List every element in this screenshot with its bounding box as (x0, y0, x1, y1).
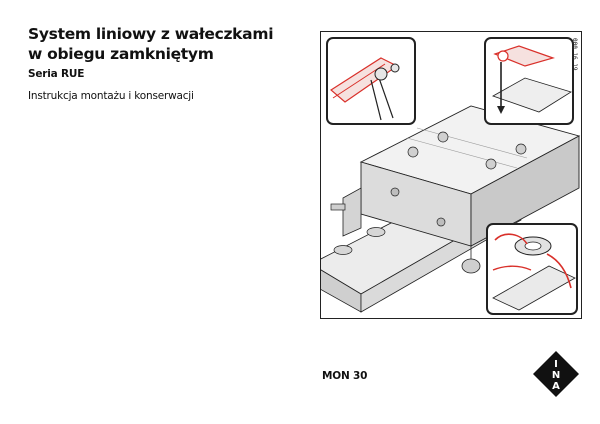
cover-illustration: 000 16 19 (320, 31, 582, 319)
document-number: MON 30 (322, 370, 368, 382)
series-name: Seria RUE (28, 68, 85, 80)
title-line-2: w obiegu zamkniętym (28, 45, 214, 63)
document-title: System liniowy z wałeczkami w obiegu zam… (28, 24, 288, 64)
detail-inset-bottom-right (486, 223, 578, 315)
title-line-1: System liniowy z wałeczkami (28, 25, 274, 43)
logo-letter-n: N (552, 370, 560, 381)
detail-inset-top-left (326, 37, 416, 125)
logo-letter-a: A (552, 381, 560, 392)
figure-code: 000 16 19 (571, 38, 578, 71)
document-subtitle: Instrukcja montażu i konserwacji (28, 90, 194, 102)
logo-letter-i: I (554, 359, 558, 370)
detail-inset-top-right (484, 37, 574, 125)
carriage-block (330, 105, 581, 247)
linear-guide-drawing (321, 37, 581, 315)
hanging-weight (461, 246, 481, 274)
ina-logo: I N A (533, 351, 579, 397)
